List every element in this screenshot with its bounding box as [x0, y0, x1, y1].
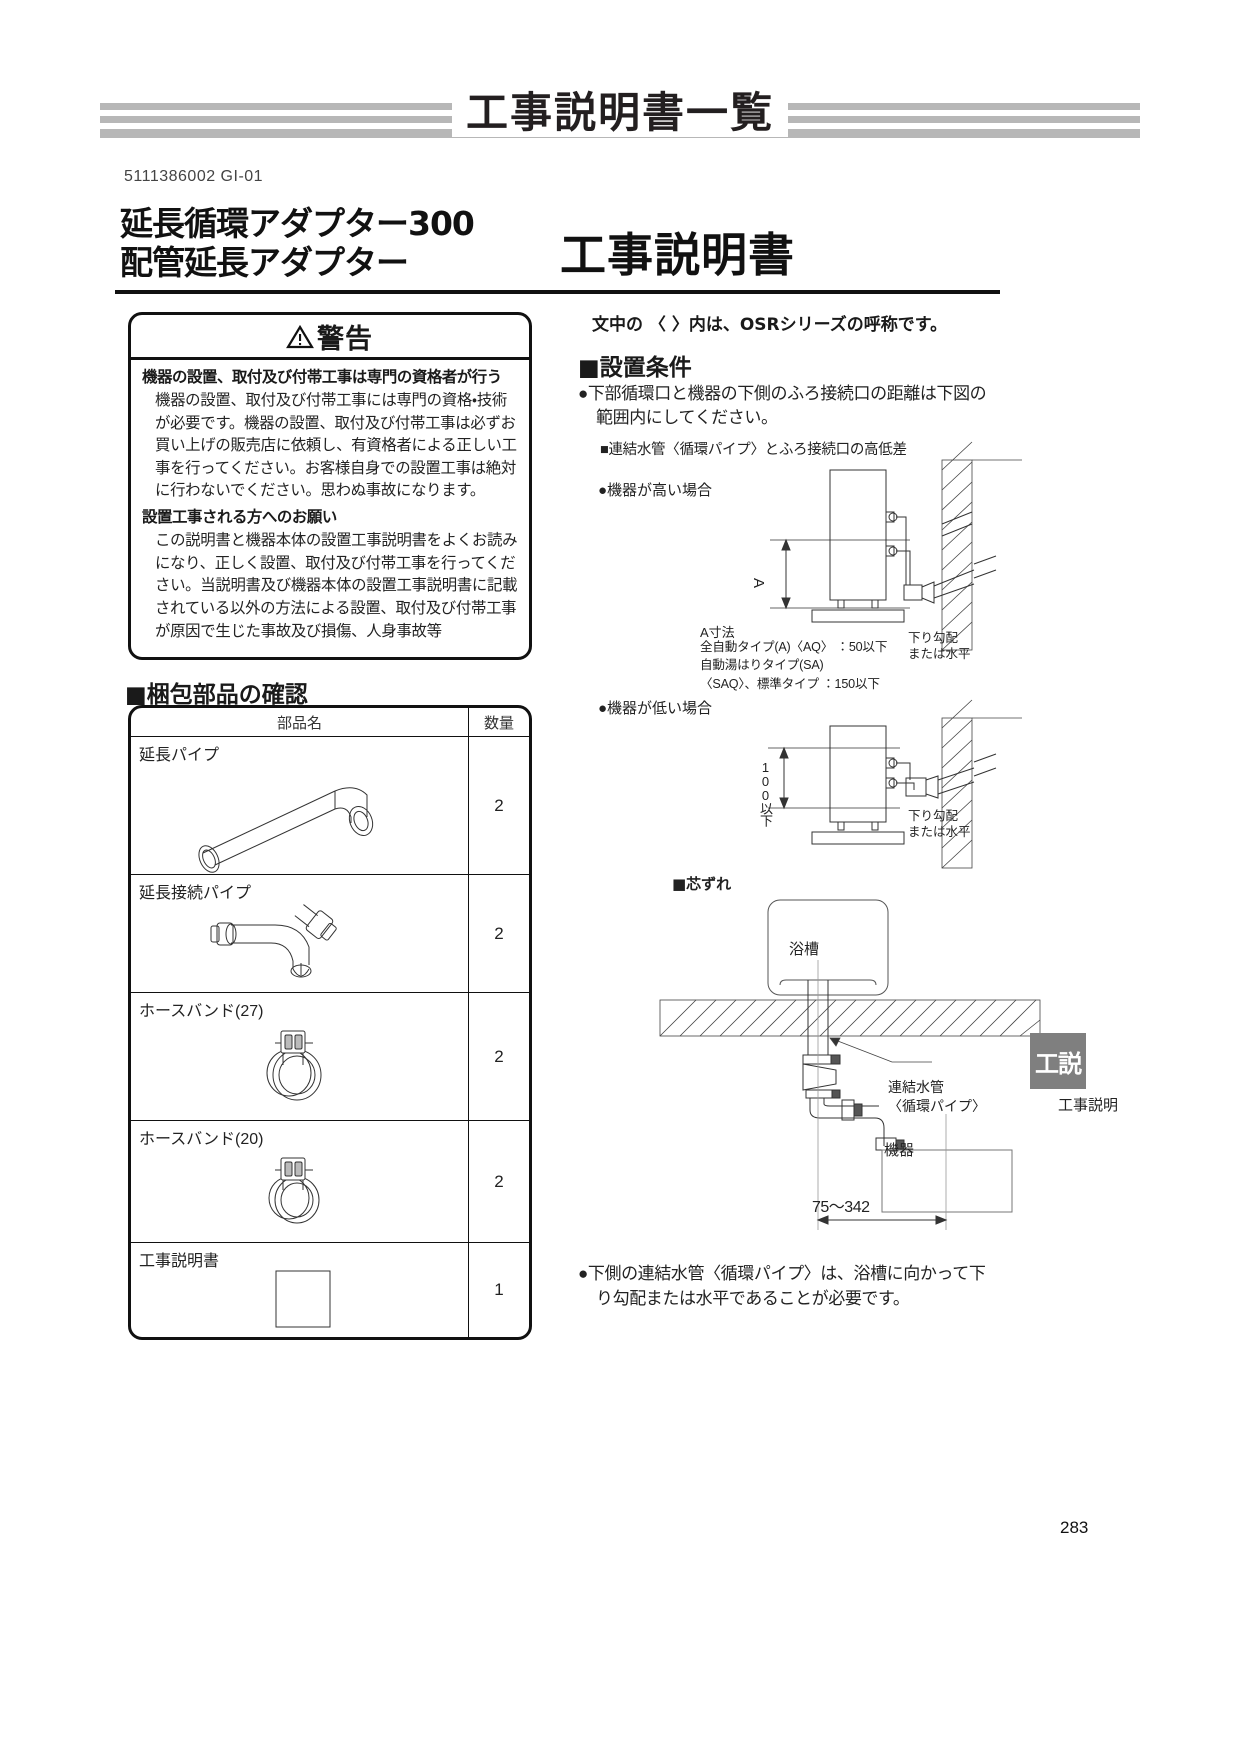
table-row: ホースバンド(20): [131, 1120, 529, 1243]
bottom-note: ●下側の連結水管〈循環パイプ〉は、浴槽に向かって下 り勾配または水平であることが…: [578, 1262, 1003, 1311]
product-name-line2: 配管延長アダプター: [120, 242, 409, 282]
product-name-line1: 延長循環アダプター300: [120, 204, 475, 243]
table-row: 延長パイプ: [131, 736, 529, 875]
warning-body: 機器の設置、取付及び付帯工事は専門の資格者が行う 機器の設置、取付及び付帯工事に…: [131, 360, 529, 643]
side-tab-label: 工説: [1035, 1049, 1082, 1078]
side-tab-caption: 工事説明: [1058, 1097, 1119, 1114]
dimension-100-label: 100以下: [758, 760, 773, 826]
side-tab: 工説: [1030, 1033, 1086, 1089]
diagram-misalignment: [659, 899, 1041, 1235]
dimension-a-spec-list: 全自動タイプ(A)〈AQ〉 ：50以下 自動湯はりタイプ(SA) 〈SAQ〉、標…: [700, 638, 887, 693]
parts-section-heading: ■梱包部品の確認: [125, 682, 308, 708]
warning-heading: 警告: [317, 323, 373, 355]
table-row: 延長接続パイプ: [131, 874, 529, 993]
parts-col-name: 部品名: [131, 708, 469, 737]
misalignment-subheading: ■芯ずれ: [672, 875, 732, 893]
document-code: 5111386002 GI-01: [124, 168, 264, 185]
warning-box: 警告 機器の設置、取付及び付帯工事は専門の資格者が行う 機器の設置、取付及び付帯…: [128, 312, 532, 660]
case-unit-high-label: ●機器が高い場合: [598, 482, 713, 499]
diagram-unit-low: [760, 699, 1030, 878]
extension-pipe-illustration: [131, 759, 468, 873]
part-qty-cell: 2: [468, 1120, 529, 1243]
product-name: 延長循環アダプター300 配管延長アダプター: [120, 204, 540, 283]
warning-subheading-1: 機器の設置、取付及び付帯工事は専門の資格者が行う: [142, 368, 502, 386]
table-row: ホースバンド(27): [131, 992, 529, 1121]
dimension-a-title: A寸法: [700, 625, 735, 640]
dimension-spec-1: 全自動タイプ(A)〈AQ〉 ：50以下: [700, 640, 888, 654]
document-title: 工事説明書: [560, 228, 795, 282]
part-name-label: ホースバンド(27): [139, 1003, 264, 1020]
warning-text-1: 機器の設置、取付及び付帯工事には専門の資格・技術が必要です。機器の設置、取付及び…: [155, 391, 517, 500]
part-name-cell: ホースバンド(27): [131, 992, 469, 1121]
part-name-label: 延長パイプ: [139, 747, 220, 764]
dimension-spec-3: 〈SAQ〉、標準タイプ ：150以下: [700, 676, 880, 691]
page-number: 283: [1060, 1518, 1089, 1537]
banner-title: 工事説明書一覧: [100, 79, 1140, 140]
bathtub-label: 浴槽: [789, 941, 820, 958]
bottom-dimension-label: 75〜342: [812, 1199, 870, 1216]
warning-triangle-icon: [286, 324, 314, 348]
slope-note-low-line2: または水平: [908, 825, 971, 840]
slope-note-low: 下り勾配 または水平: [908, 808, 971, 841]
part-qty-cell: 1: [468, 1242, 529, 1337]
parts-table: 部品名 数量 延長パイプ: [128, 705, 532, 1340]
warning-text-2: この説明書と機器本体の設置工事説明書をよくお読みになり、正しく設置、取付及び付帯…: [155, 531, 518, 640]
connection-pipe-illustration: [131, 897, 468, 988]
part-name-cell: ホースバンド(20): [131, 1120, 469, 1243]
part-name-label: ホースバンド(20): [139, 1131, 264, 1148]
parts-col-qty: 数量: [468, 708, 529, 737]
part-name-cell: 延長パイプ: [131, 736, 469, 875]
installation-bullet-1-line1: ●下部循環口と機器の下側のふろ接続口の距離は下図の: [578, 384, 987, 403]
installation-bullet-1-line2: 範囲内にしてください。: [596, 408, 778, 428]
part-qty-cell: 2: [468, 992, 529, 1121]
manual-booklet-illustration: [131, 1265, 468, 1333]
part-name-cell: 工事説明書: [131, 1242, 469, 1337]
slope-note-low-line1: 下り勾配: [908, 809, 959, 823]
water-pipe-label-line2: 〈循環パイプ〉: [888, 1097, 986, 1114]
table-row: 工事説明書 1: [131, 1242, 529, 1337]
warning-subheading-2: 設置工事される方へのお願い: [142, 508, 337, 527]
water-pipe-label: 連結水管 〈循環パイプ〉: [888, 1078, 986, 1116]
installation-conditions-heading: ■設置条件: [578, 355, 692, 381]
hose-band-27-illustration: [131, 1015, 468, 1116]
slope-note-high-line1: 下り勾配: [908, 631, 959, 645]
bottom-note-line2: り勾配または水平であることが必要です。: [596, 1288, 910, 1308]
dimension-a-label: A: [750, 578, 767, 589]
case-unit-low-label: ●機器が低い場合: [598, 700, 713, 717]
banner-title-text: 工事説明書一覧: [451, 88, 788, 137]
height-difference-subheading: ■連結水管〈循環パイプ〉とふろ接続口の高低差: [600, 442, 907, 458]
water-pipe-label-line1: 連結水管: [888, 1079, 944, 1095]
warning-header: 警告: [131, 315, 529, 360]
dimension-spec-2: 自動湯はりタイプ(SA): [700, 658, 824, 673]
osr-series-note: 文中の 〈 〉内は、OSRシリーズの呼称です。: [592, 315, 948, 335]
parts-table-header-row: 部品名 数量: [131, 708, 529, 737]
part-qty-cell: 2: [468, 736, 529, 875]
diagram-unit-high: [760, 441, 1030, 665]
slope-note-high-line2: または水平: [908, 647, 971, 662]
hose-band-20-illustration: [131, 1143, 468, 1238]
part-name-label: 工事説明書: [139, 1253, 220, 1270]
unit-label: 機器: [884, 1142, 915, 1159]
title-divider: [115, 290, 1000, 294]
slope-note-high: 下り勾配 または水平: [908, 630, 971, 663]
bottom-note-line1: ●下側の連結水管〈循環パイプ〉は、浴槽に向かって下: [578, 1264, 986, 1283]
part-name-cell: 延長接続パイプ: [131, 874, 469, 993]
page-banner: 工事説明書一覧: [100, 88, 1140, 147]
installation-bullet-1: ●下部循環口と機器の下側のふろ接続口の距離は下図の 範囲内にしてください。: [578, 382, 1008, 430]
part-name-label: 延長接続パイプ: [139, 885, 252, 902]
part-qty-cell: 2: [468, 874, 529, 993]
